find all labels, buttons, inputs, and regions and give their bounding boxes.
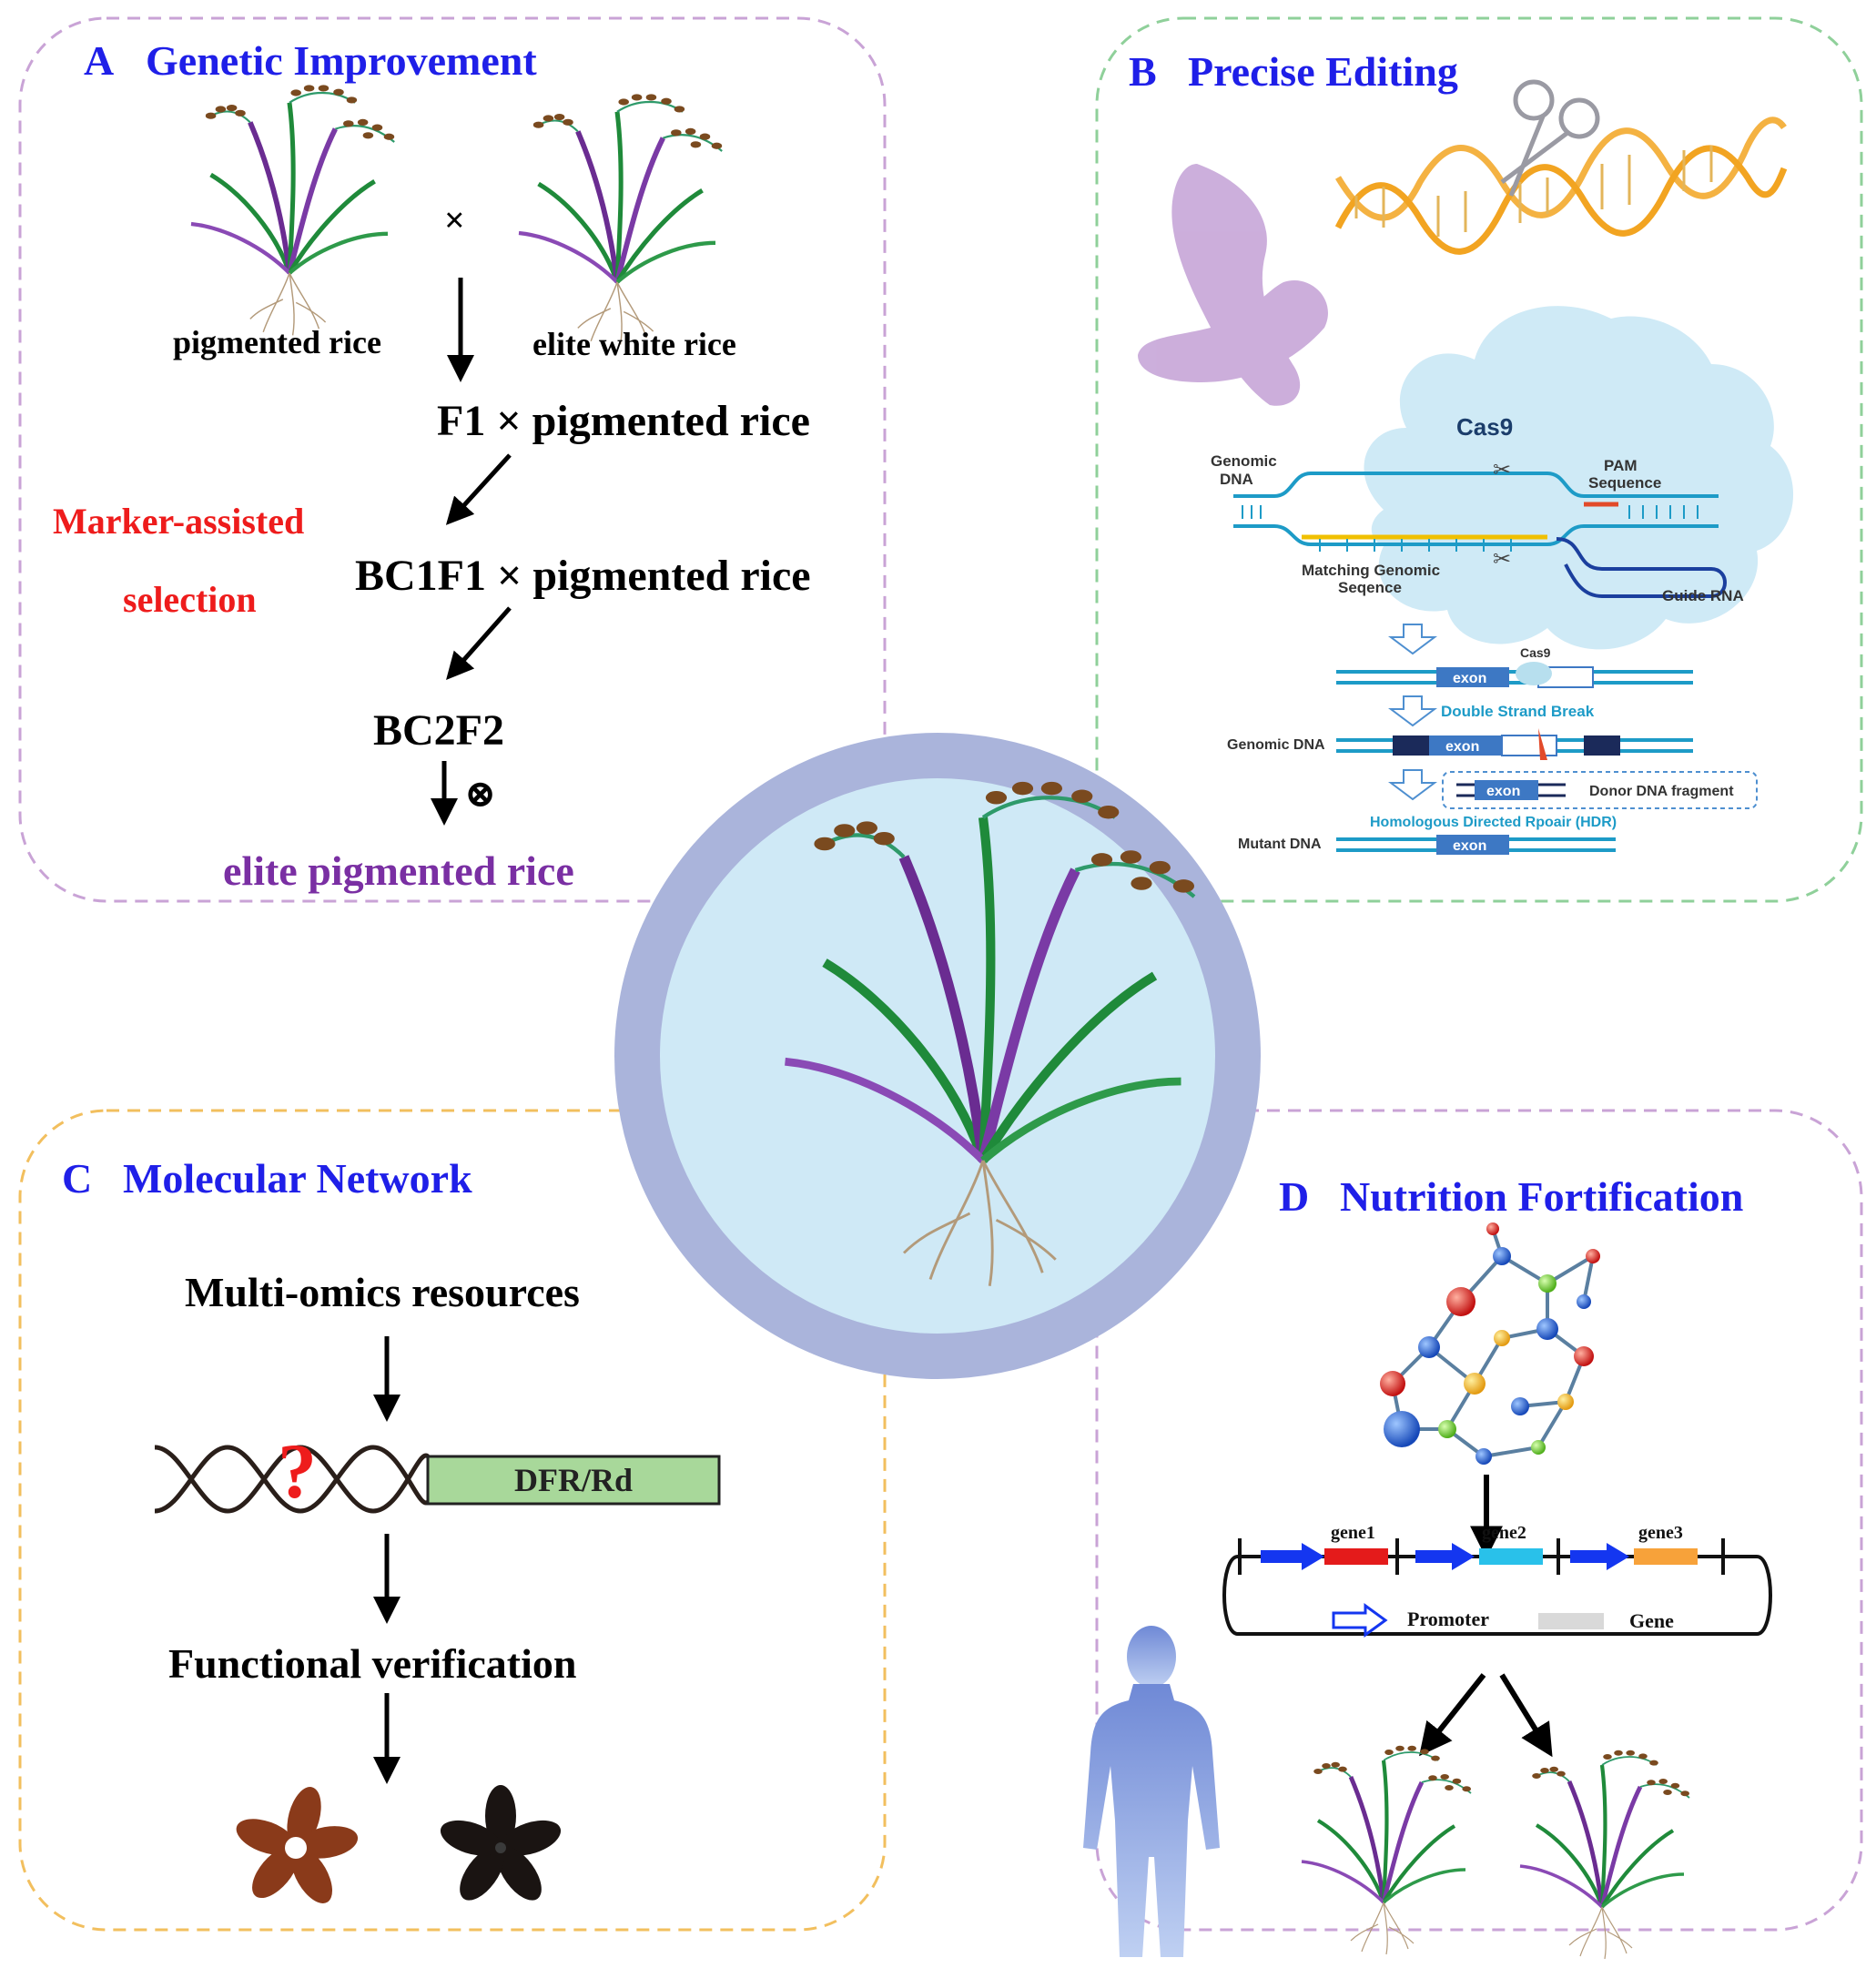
- cas9-cloud: [1364, 306, 1794, 650]
- panel-c-title: Molecular Network: [123, 1155, 472, 1202]
- step-bc2f2: BC2F2: [373, 706, 504, 755]
- legend-promoter-label: Promoter: [1407, 1608, 1489, 1630]
- plasmid-construct: gene1 gene2 gene3 Promoter Gene: [1222, 1523, 1772, 1638]
- gene3-box: [1634, 1548, 1698, 1565]
- break-mark: [1538, 728, 1547, 760]
- donor-fragment-box: [1442, 771, 1758, 809]
- panel-c-border: [18, 1109, 887, 1932]
- cas9-label: Cas9: [1456, 413, 1513, 441]
- dfr-gene-label: DFR/Rd: [514, 1462, 633, 1498]
- gene2-label: gene2: [1482, 1523, 1526, 1543]
- gene1-label: gene1: [1331, 1523, 1375, 1543]
- genomic-dna-label-line2: DNA: [1220, 471, 1253, 488]
- arrow-d-right: [1499, 1673, 1553, 1758]
- donor-fragment-label: Donor DNA fragment: [1589, 784, 1734, 799]
- genomic-dna-label-line1: Genomic: [1211, 452, 1277, 470]
- cross-symbol: ×: [444, 199, 465, 240]
- workflow-arrow-2: [1388, 695, 1437, 727]
- panel-b: B Precise Editing Cas9: [1129, 48, 1794, 855]
- hdr-label: Homologous Directed Rpoair (HDR): [1370, 815, 1617, 830]
- panel-d: D Nutrition Fortification: [1083, 1173, 1772, 1959]
- exon-box-4: [1436, 835, 1509, 855]
- panel-b-letter: B: [1129, 48, 1157, 95]
- exon-label-3: exon: [1486, 784, 1520, 799]
- gene2-box: [1479, 1548, 1543, 1565]
- genomic-dna-label: Genomic DNA: [1227, 737, 1325, 753]
- multi-omics-label: Multi-omics resources: [185, 1269, 580, 1315]
- matching-label-line1: Matching Genomic: [1302, 562, 1440, 579]
- panel-b-border: [1095, 16, 1863, 903]
- scissors-icon: [1500, 79, 1600, 197]
- fortified-white-rice-plant-icon: [1520, 1750, 1689, 1959]
- dna-helix-c-icon: [154, 1445, 430, 1514]
- panel-a: A Genetic Improvement × pigmented rice e…: [53, 37, 811, 894]
- cas9-complex-diagram: Cas9 ✂ ✂ Genomic DNA PAM: [1211, 306, 1794, 650]
- legend-promoter-arrow-icon: [1332, 1603, 1388, 1638]
- functional-verification-label: Functional verification: [168, 1640, 576, 1687]
- question-mark: ?: [278, 1427, 317, 1515]
- human-figure-icon: [1083, 1626, 1220, 1957]
- promoter-arrow-3: [1570, 1543, 1629, 1570]
- plasmid-loop: [1222, 1555, 1772, 1636]
- exon-box-1: [1436, 667, 1509, 687]
- cut-mark-bottom: ✂: [1493, 546, 1511, 572]
- gene3-label: gene3: [1638, 1523, 1683, 1543]
- cut-mark-top: ✂: [1493, 457, 1511, 482]
- promoter-arrow-1: [1261, 1543, 1324, 1570]
- left-plant-label: pigmented rice: [173, 324, 381, 360]
- panel-c-letter: C: [62, 1155, 92, 1202]
- black-rice-grains-icon: [440, 1785, 562, 1901]
- panel-a-title: Genetic Improvement: [146, 37, 537, 84]
- matching-label-line2: Seqence: [1338, 579, 1402, 596]
- molecule-icon: [1380, 1222, 1600, 1465]
- arrow-d-left: [1419, 1673, 1486, 1757]
- exon-label-2: exon: [1445, 739, 1479, 755]
- exon-label-4: exon: [1453, 838, 1486, 854]
- workflow-arrow-1: [1388, 624, 1437, 655]
- panel-d-border: [1095, 1109, 1863, 1932]
- guide-rna-strand: [1556, 537, 1727, 598]
- exon-box-3: [1475, 780, 1538, 800]
- cas9-small-blob: [1516, 662, 1552, 685]
- arrow-diag-2: [446, 606, 512, 680]
- exon-box-2: [1429, 735, 1502, 756]
- panel-c: C Molecular Network Multi-omics resource…: [62, 1155, 721, 1903]
- workflow-arrow-3: [1388, 769, 1437, 801]
- panel-d-letter: D: [1279, 1173, 1309, 1220]
- brown-rice-grains-icon: [236, 1787, 359, 1903]
- exon-label-1: exon: [1453, 671, 1486, 686]
- marker-line2: selection: [123, 579, 257, 620]
- result-label: elite pigmented rice: [223, 847, 574, 894]
- legend-gene-label: Gene: [1629, 1609, 1674, 1632]
- panel-b-title: Precise Editing: [1188, 48, 1458, 95]
- cas9-small-label: Cas9: [1520, 645, 1551, 660]
- step-f1: F1 × pigmented rice: [437, 397, 810, 445]
- fortified-pigmented-rice-plant-icon: [1302, 1746, 1471, 1954]
- pam-label-line1: PAM: [1604, 457, 1638, 474]
- dna-helix-icon: [1334, 117, 1788, 255]
- legend-gene-box: [1538, 1613, 1604, 1629]
- panel-a-border: [18, 16, 887, 903]
- pam-label-line2: Sequence: [1588, 474, 1661, 492]
- dfr-gene-box: [426, 1455, 721, 1506]
- guide-rna-label: Guide RNA: [1662, 587, 1744, 604]
- promoter-arrow-2: [1415, 1543, 1475, 1570]
- panel-d-title: Nutrition Fortification: [1340, 1173, 1743, 1220]
- chromosome-icon: [1138, 164, 1328, 406]
- hdr-workflow: exon Cas9 Double Strand Break Genomic DN…: [1227, 624, 1758, 855]
- selfing-symbol: ⊗: [464, 774, 496, 816]
- arrow-diag-1: [445, 453, 512, 525]
- center-rice-circle: [614, 733, 1261, 1379]
- double-strand-break-label: Double Strand Break: [1441, 703, 1595, 720]
- marker-line1: Marker-assisted: [53, 501, 304, 542]
- step-bc1f1: BC1F1 × pigmented rice: [355, 552, 811, 600]
- panel-a-letter: A: [84, 37, 114, 84]
- pigmented-rice-plant-icon: [191, 85, 394, 335]
- mutant-dna-label: Mutant DNA: [1238, 837, 1322, 852]
- gene1-box: [1324, 1548, 1388, 1565]
- elite-white-rice-plant-icon: [519, 94, 722, 344]
- right-plant-label: elite white rice: [532, 326, 736, 362]
